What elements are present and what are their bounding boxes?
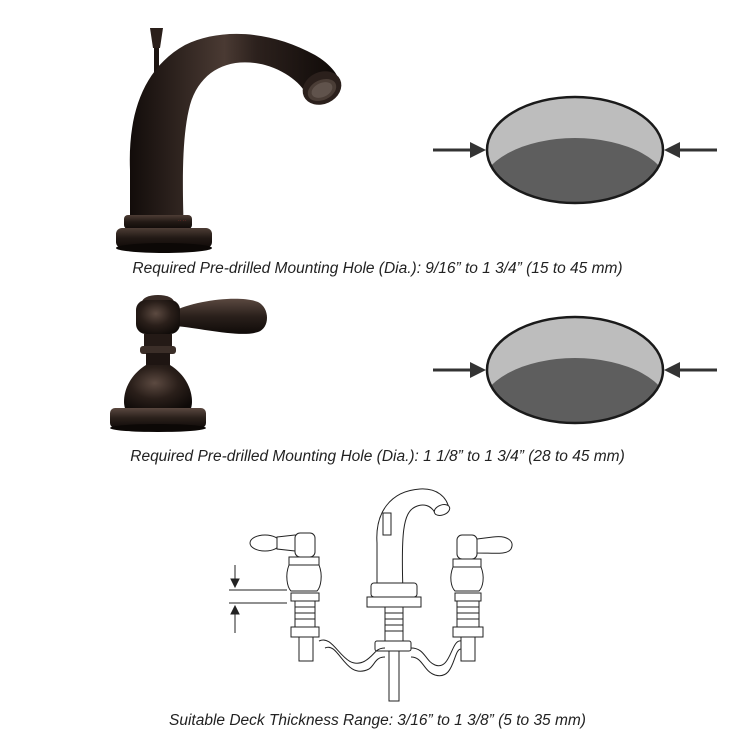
mounting-hole-diagram [433, 95, 717, 205]
mounting-hole-diagram [433, 315, 717, 425]
svg-text:·· ··: ·· ·· [178, 218, 186, 224]
deck-thickness-caption: Suitable Deck Thickness Range: 3/16” to … [169, 712, 586, 729]
arrow-left-icon [664, 362, 717, 378]
arrow-right-icon [433, 142, 486, 158]
faucet-handle-photo [110, 295, 267, 432]
faucet-spout-photo: ·· ·· [116, 28, 342, 253]
arrow-right-icon [433, 362, 486, 378]
arrow-left-icon [664, 142, 717, 158]
handle-hole-caption: Required Pre-drilled Mounting Hole (Dia.… [130, 448, 625, 465]
spout-hole-caption: Required Pre-drilled Mounting Hole (Dia.… [132, 260, 623, 277]
dimension-arrow-icon [229, 565, 287, 633]
faucet-assembly-line-drawing [229, 488, 513, 702]
